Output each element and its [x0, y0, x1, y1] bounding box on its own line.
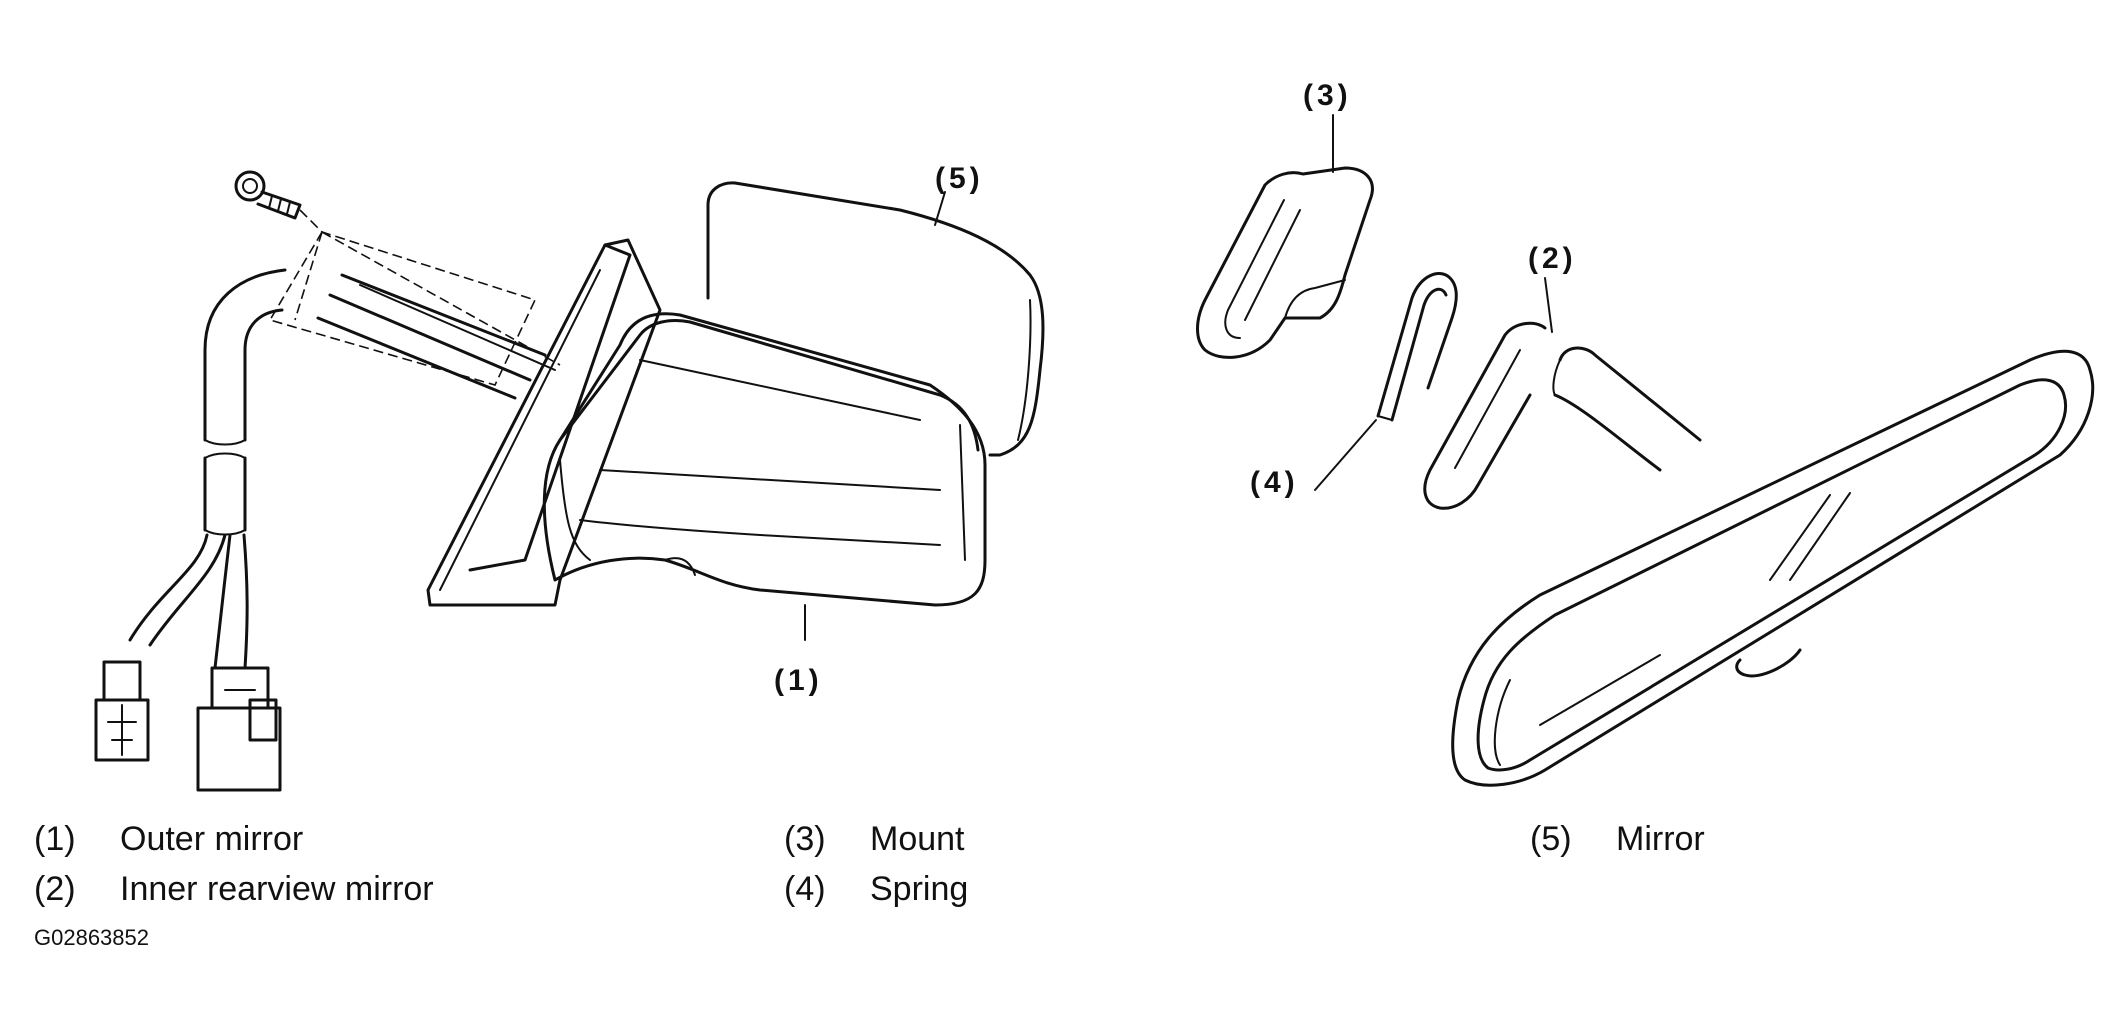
- legend-number: (4): [784, 870, 826, 908]
- mount-illustration: [1196, 114, 1374, 359]
- legend-item-3: (3) Mount: [784, 820, 965, 859]
- figure-code: G02863852: [34, 925, 149, 950]
- legend-item-2: (2) Inner rearview mirror: [34, 870, 434, 909]
- wiring-harness: [128, 268, 287, 670]
- connector-large: [196, 666, 282, 792]
- legend-label: Mount: [870, 820, 965, 858]
- outer-mirror-illustration: [94, 170, 1045, 792]
- leader-line-2: [1544, 277, 1553, 333]
- callout-3: (3): [1303, 79, 1352, 112]
- outer-mirror-housing: [542, 312, 987, 607]
- callout-5: (5): [935, 162, 984, 195]
- connector-small: [94, 660, 150, 762]
- spring-illustration: [1314, 272, 1458, 491]
- legend-label: Inner rearview mirror: [120, 870, 434, 908]
- legend-label: Spring: [870, 870, 969, 908]
- callout-1: (1): [774, 664, 823, 697]
- legend-item-1: (1) Outer mirror: [34, 820, 303, 859]
- legend-item-4: (4) Spring: [784, 870, 968, 909]
- leader-line-5: [934, 191, 946, 226]
- legend-number: (5): [1530, 820, 1572, 858]
- mirror-base: [426, 238, 662, 607]
- outer-mirror-glass: [706, 181, 1045, 457]
- legend-number: (1): [34, 820, 76, 858]
- callout-4: (4): [1250, 466, 1299, 499]
- legend-label: Outer mirror: [120, 820, 304, 858]
- callout-2: (2): [1528, 242, 1577, 275]
- legend-item-5: (5) Mirror: [1530, 820, 1705, 859]
- leader-line-4: [1314, 419, 1377, 491]
- bolt-illustration: [234, 170, 302, 220]
- inner-rearview-mirror-illustration: [1423, 277, 2095, 787]
- legend-label: Mirror: [1616, 820, 1705, 858]
- legend-number: (2): [34, 870, 76, 908]
- legend-number: (3): [784, 820, 826, 858]
